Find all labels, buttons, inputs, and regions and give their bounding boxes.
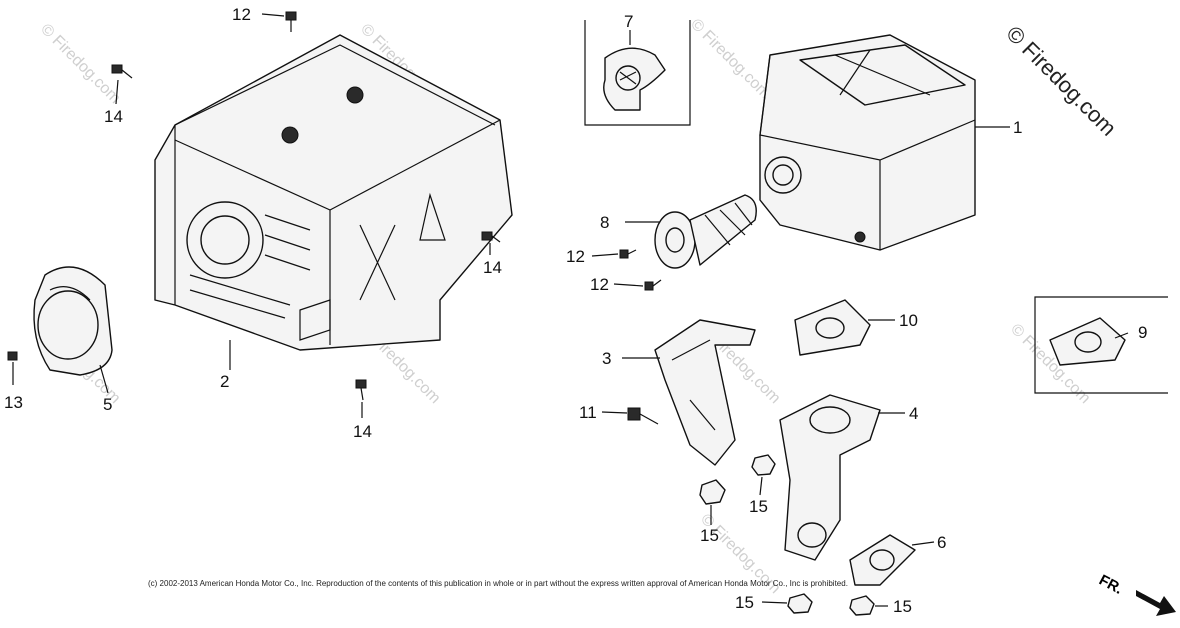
muffler-cap-part	[33, 266, 113, 376]
gasket-6-part	[849, 534, 916, 586]
muffler-protector-part	[154, 34, 513, 351]
copyright-notice: (c) 2002-2013 American Honda Motor Co., …	[148, 579, 848, 588]
callout-15: 15	[749, 497, 768, 516]
front-direction-indicator: FR.	[1096, 572, 1176, 616]
callout-6: 6	[937, 533, 946, 552]
gasket-10-part	[794, 299, 871, 356]
callout-11: 11	[579, 403, 597, 422]
callout-12: 12	[232, 5, 251, 24]
bracket-part	[654, 319, 756, 466]
callout-9: 9	[1138, 323, 1147, 342]
callout-10: 10	[899, 311, 918, 330]
callout-15: 15	[893, 597, 912, 616]
callout-4: 4	[909, 404, 918, 423]
leader-lines	[12, 13, 1129, 607]
callout-5: 5	[103, 395, 112, 414]
watermark-text: © Firedog.com	[37, 21, 123, 107]
callout-2: 2	[220, 372, 229, 391]
callout-14: 14	[104, 107, 123, 126]
callout-1: 1	[1013, 118, 1022, 137]
callout-13: 13	[4, 393, 23, 412]
exhaust-pipe-part	[779, 394, 881, 561]
callout-12: 12	[566, 247, 585, 266]
watermark-text: © Firedog.com	[687, 16, 773, 102]
callout-8: 8	[600, 213, 609, 232]
front-arrow-icon	[1136, 590, 1176, 616]
front-label: FR.	[1096, 572, 1125, 598]
callout-12: 12	[590, 275, 609, 294]
gasket-9-box	[1034, 296, 1168, 394]
callout-labels: 12 14 2 13 5 14 14 7 1 8 12 12 10 9 3 11…	[4, 5, 1147, 616]
hardware-parts	[7, 11, 875, 616]
callout-14: 14	[483, 258, 502, 277]
spark-arrester-part	[654, 194, 757, 269]
callout-3: 3	[602, 349, 611, 368]
callout-7: 7	[624, 12, 633, 31]
spark-arrester-box	[584, 20, 691, 126]
callout-15: 15	[735, 593, 754, 612]
callout-14: 14	[353, 422, 372, 441]
muffler-part	[759, 34, 976, 251]
callout-15: 15	[700, 526, 719, 545]
